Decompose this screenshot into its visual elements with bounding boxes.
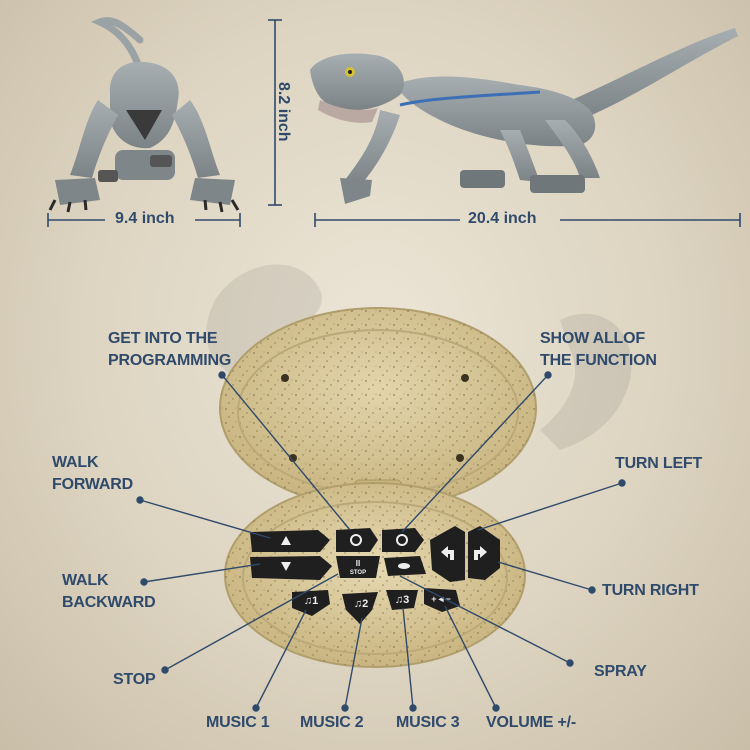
label-programming: GET INTO THE PROGRAMMING bbox=[108, 330, 232, 369]
music1-button[interactable] bbox=[292, 590, 330, 616]
label-music1: MUSIC 1 bbox=[206, 714, 270, 731]
cloud-icon bbox=[398, 563, 410, 569]
music2-glyph: ♫2 bbox=[354, 598, 368, 610]
walk-forward-button[interactable] bbox=[250, 530, 330, 552]
label-volume: VOLUME +/- bbox=[486, 714, 577, 731]
spray-button[interactable] bbox=[384, 556, 426, 576]
volume-button[interactable] bbox=[424, 588, 460, 612]
turn-left-arrow-icon bbox=[441, 546, 454, 560]
turn-right-arrow-icon bbox=[474, 546, 487, 560]
walk-backward-button[interactable] bbox=[250, 556, 332, 580]
remote-lid bbox=[219, 307, 537, 509]
volume-glyph: +◄− bbox=[431, 594, 450, 604]
dino-front-view bbox=[48, 17, 240, 213]
length-dimension: 20.4 inch bbox=[468, 210, 537, 227]
label-spray: SPRAY bbox=[594, 663, 647, 680]
remote-buttons bbox=[250, 526, 500, 624]
turn-right-button[interactable] bbox=[468, 526, 500, 580]
turn-left-button[interactable] bbox=[430, 526, 465, 582]
music3-button[interactable] bbox=[386, 590, 418, 610]
label-music2: MUSIC 2 bbox=[300, 714, 364, 731]
label-show-all: SHOW ALLOF THE FUNCTION bbox=[540, 330, 657, 369]
film-reel-icon bbox=[396, 534, 408, 546]
button-glyphs: II STOP ♫1 ♫2 ♫3 +◄− bbox=[304, 559, 451, 610]
stop-button[interactable] bbox=[336, 556, 380, 578]
stop-button-text: STOP bbox=[350, 570, 366, 576]
music2-button[interactable] bbox=[342, 592, 378, 624]
music3-glyph: ♫3 bbox=[395, 594, 409, 606]
label-turn-left: TURN LEFT bbox=[615, 455, 703, 472]
front-width-dimension: 9.4 inch bbox=[115, 210, 175, 227]
label-music3: MUSIC 3 bbox=[396, 714, 460, 731]
label-turn-right: TURN RIGHT bbox=[602, 582, 699, 599]
label-stop: STOP bbox=[113, 671, 156, 688]
dimension-lines bbox=[47, 19, 741, 227]
label-walk-forward: WALK FORWARD bbox=[52, 454, 133, 493]
show-all-button[interactable] bbox=[382, 528, 424, 552]
music1-glyph: ♫1 bbox=[304, 595, 318, 607]
dino-side-view bbox=[310, 28, 738, 204]
height-dimension: 8.2 inch bbox=[275, 82, 292, 142]
gear-icon bbox=[350, 534, 362, 546]
leader-lines bbox=[136, 371, 626, 712]
label-walk-backward: WALK BACKWARD bbox=[62, 572, 156, 611]
programming-button[interactable] bbox=[336, 528, 378, 552]
stop-symbol: II bbox=[356, 559, 360, 568]
